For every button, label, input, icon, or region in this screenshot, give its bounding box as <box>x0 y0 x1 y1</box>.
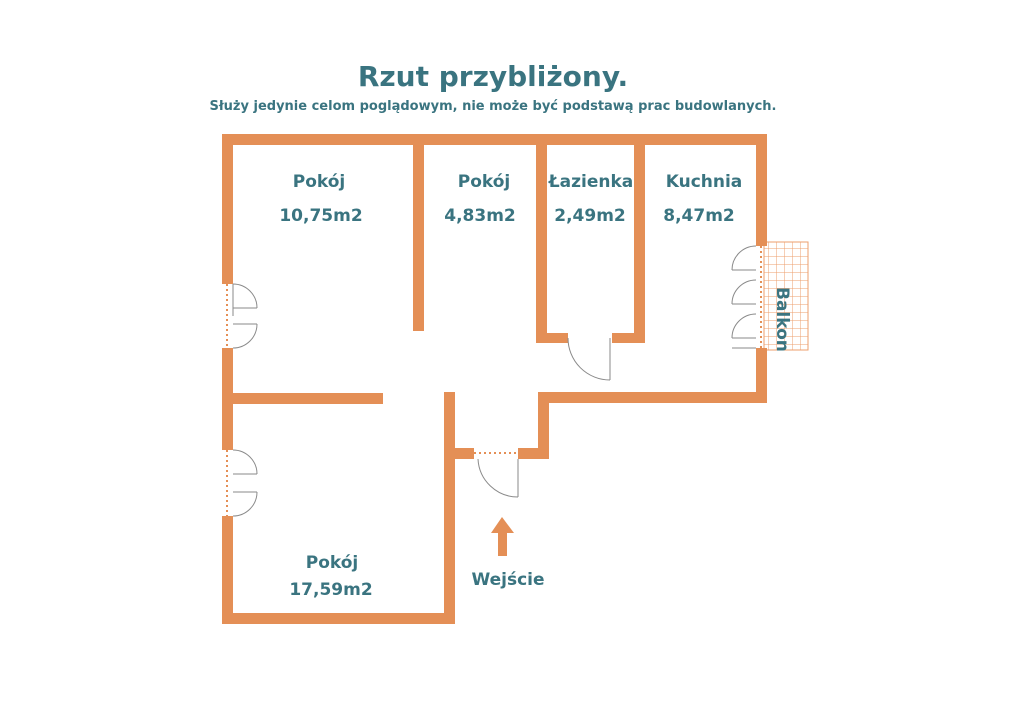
room-3-area: 2,49m2 <box>554 206 626 226</box>
balcony-doors <box>731 245 762 349</box>
plan-subtitle: Służy jedynie celom poglądowym, nie może… <box>209 99 777 114</box>
room-2-name: Pokój <box>457 172 511 192</box>
room-5-area: 17,59m2 <box>289 580 373 600</box>
bathroom-door <box>567 337 611 381</box>
window-left-lower <box>226 449 258 517</box>
room-4-name: Kuchnia <box>665 172 743 192</box>
entrance-label: Wejście <box>471 570 545 590</box>
window-left-upper <box>226 283 258 349</box>
balcony-area <box>763 241 809 351</box>
room-4-area: 8,47m2 <box>663 206 735 226</box>
room-2-area: 4,83m2 <box>444 206 516 226</box>
room-1-name: Pokój <box>292 172 346 192</box>
room-5-name: Pokój <box>305 553 359 573</box>
arrow-up-icon <box>491 517 514 556</box>
balcony-label: Balkon <box>772 287 792 352</box>
plan-title: Rzut przybliżony. <box>357 60 629 93</box>
room-1-area: 10,75m2 <box>279 206 363 226</box>
entrance-door <box>474 452 519 498</box>
room-3-name: Łazienka <box>548 172 634 192</box>
walls <box>222 134 767 624</box>
